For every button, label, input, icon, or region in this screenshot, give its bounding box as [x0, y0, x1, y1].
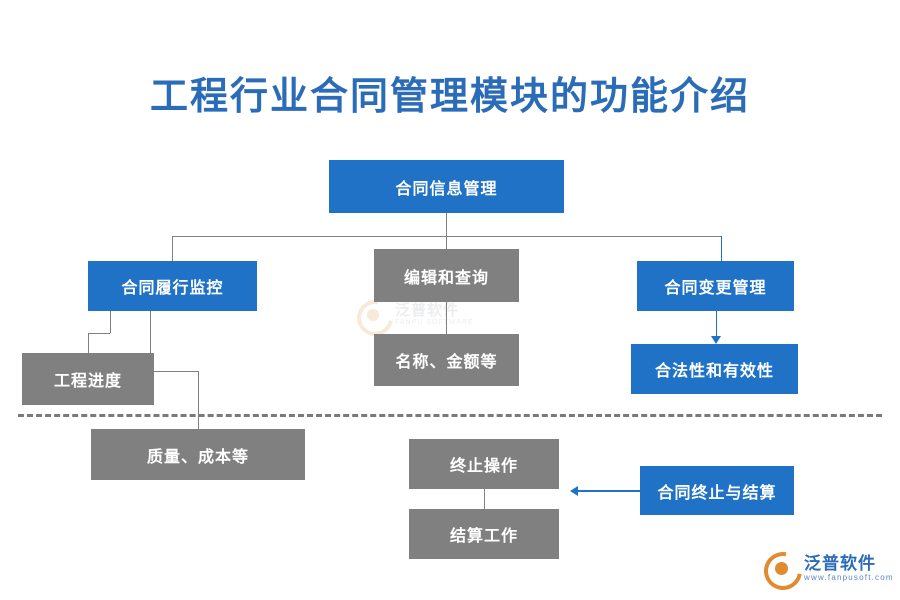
- company-logo: 泛普软件 www.fanpusoft.com: [762, 545, 894, 591]
- connector-to-perform-monitor: [172, 236, 173, 261]
- connector-perform-stem-left: [110, 311, 111, 333]
- node-settlement-work[interactable]: 结算工作: [409, 509, 559, 559]
- node-termination-operation[interactable]: 终止操作: [409, 439, 559, 489]
- connector-change-to-legality: [716, 311, 717, 336]
- watermark-company-en: FANPU SOFTWARE: [395, 319, 474, 327]
- company-name-cn: 泛普软件: [804, 553, 876, 573]
- connector-terminate-settle-to-ops: [578, 490, 640, 492]
- arrow-down-legality-icon: [711, 336, 721, 344]
- node-quality-cost[interactable]: 质量、成本等: [91, 429, 305, 480]
- node-termination-and-settlement[interactable]: 合同终止与结算: [640, 466, 794, 515]
- connector-perform-stem-right: [150, 311, 151, 371]
- connector-quality-elbow: [150, 371, 198, 372]
- company-logo-icon: [762, 550, 798, 586]
- arrow-left-terminate-icon: [570, 486, 578, 496]
- watermark-logo-icon: [355, 298, 389, 332]
- node-change-management[interactable]: 合同变更管理: [637, 261, 794, 311]
- node-legality-validity[interactable]: 合法性和有效性: [631, 344, 798, 394]
- connector-to-quality-cost: [198, 371, 199, 429]
- node-name-amount[interactable]: 名称、金额等: [374, 334, 519, 386]
- node-project-progress[interactable]: 工程进度: [22, 353, 154, 405]
- node-edit-and-query[interactable]: 编辑和查询: [374, 249, 519, 302]
- connector-perform-left-elbow: [88, 333, 110, 334]
- connector-to-change-manage: [721, 236, 722, 261]
- connector-root-stem: [446, 213, 447, 236]
- connector-terminate-to-settlement: [484, 489, 485, 509]
- connector-to-project-progress: [88, 333, 89, 353]
- connector-to-edit-query: [446, 236, 447, 249]
- company-website: www.fanpusoft.com: [804, 573, 894, 583]
- watermark-company-cn: 泛普软件: [395, 301, 460, 319]
- page-title: 工程行业合同管理模块的功能介绍: [149, 76, 750, 118]
- connector-edit-to-name-amount: [446, 302, 447, 334]
- section-divider: [18, 414, 882, 417]
- node-contract-info-management[interactable]: 合同信息管理: [329, 160, 564, 213]
- node-performance-monitoring[interactable]: 合同履行监控: [88, 261, 257, 311]
